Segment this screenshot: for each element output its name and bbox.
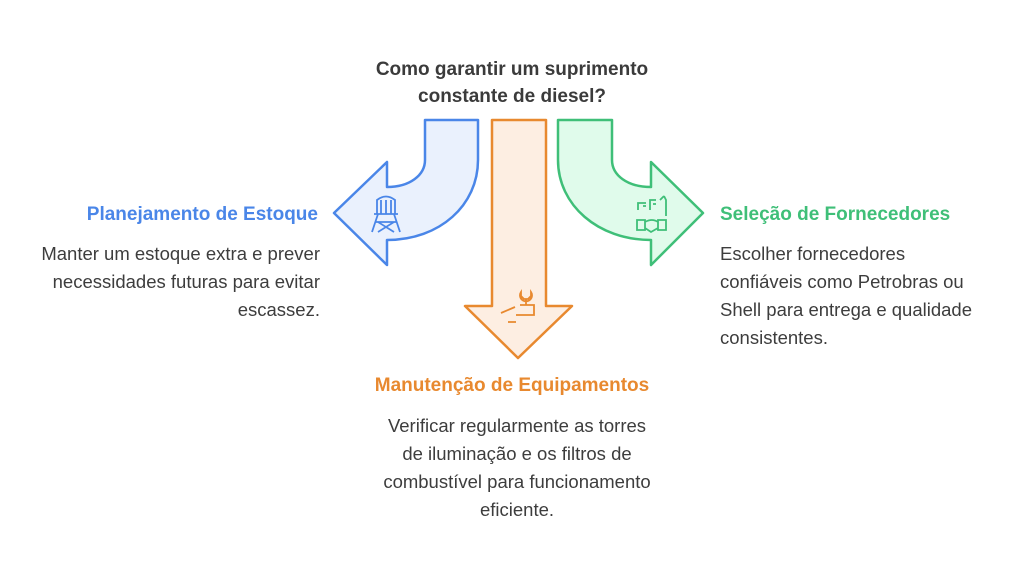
- green-arrow: [556, 118, 705, 267]
- handshake-factory-icon: [636, 195, 667, 234]
- branch-text-supplier-selection: Escolher fornecedores confiáveis como Pe…: [720, 243, 972, 348]
- branch-title-stock-planning: Planejamento de Estoque: [86, 204, 318, 225]
- branch-title-supplier-selection: Seleção de Fornecedores: [720, 204, 951, 225]
- branch-title-equipment-maintenance: Manutenção de Equipamentos: [374, 375, 650, 396]
- orange-arrow: [463, 118, 574, 360]
- branch-text-equipment-maintenance: Verificar regularmente as torres de ilum…: [383, 415, 651, 520]
- blue-arrow: [332, 118, 480, 267]
- water-tower-icon: [371, 195, 401, 233]
- branch-text-stock-planning: Manter um estoque extra e prever necessi…: [41, 243, 320, 320]
- wrench-hand-icon: [500, 289, 535, 323]
- central-question: Como garantir um suprimento constante de…: [375, 59, 649, 107]
